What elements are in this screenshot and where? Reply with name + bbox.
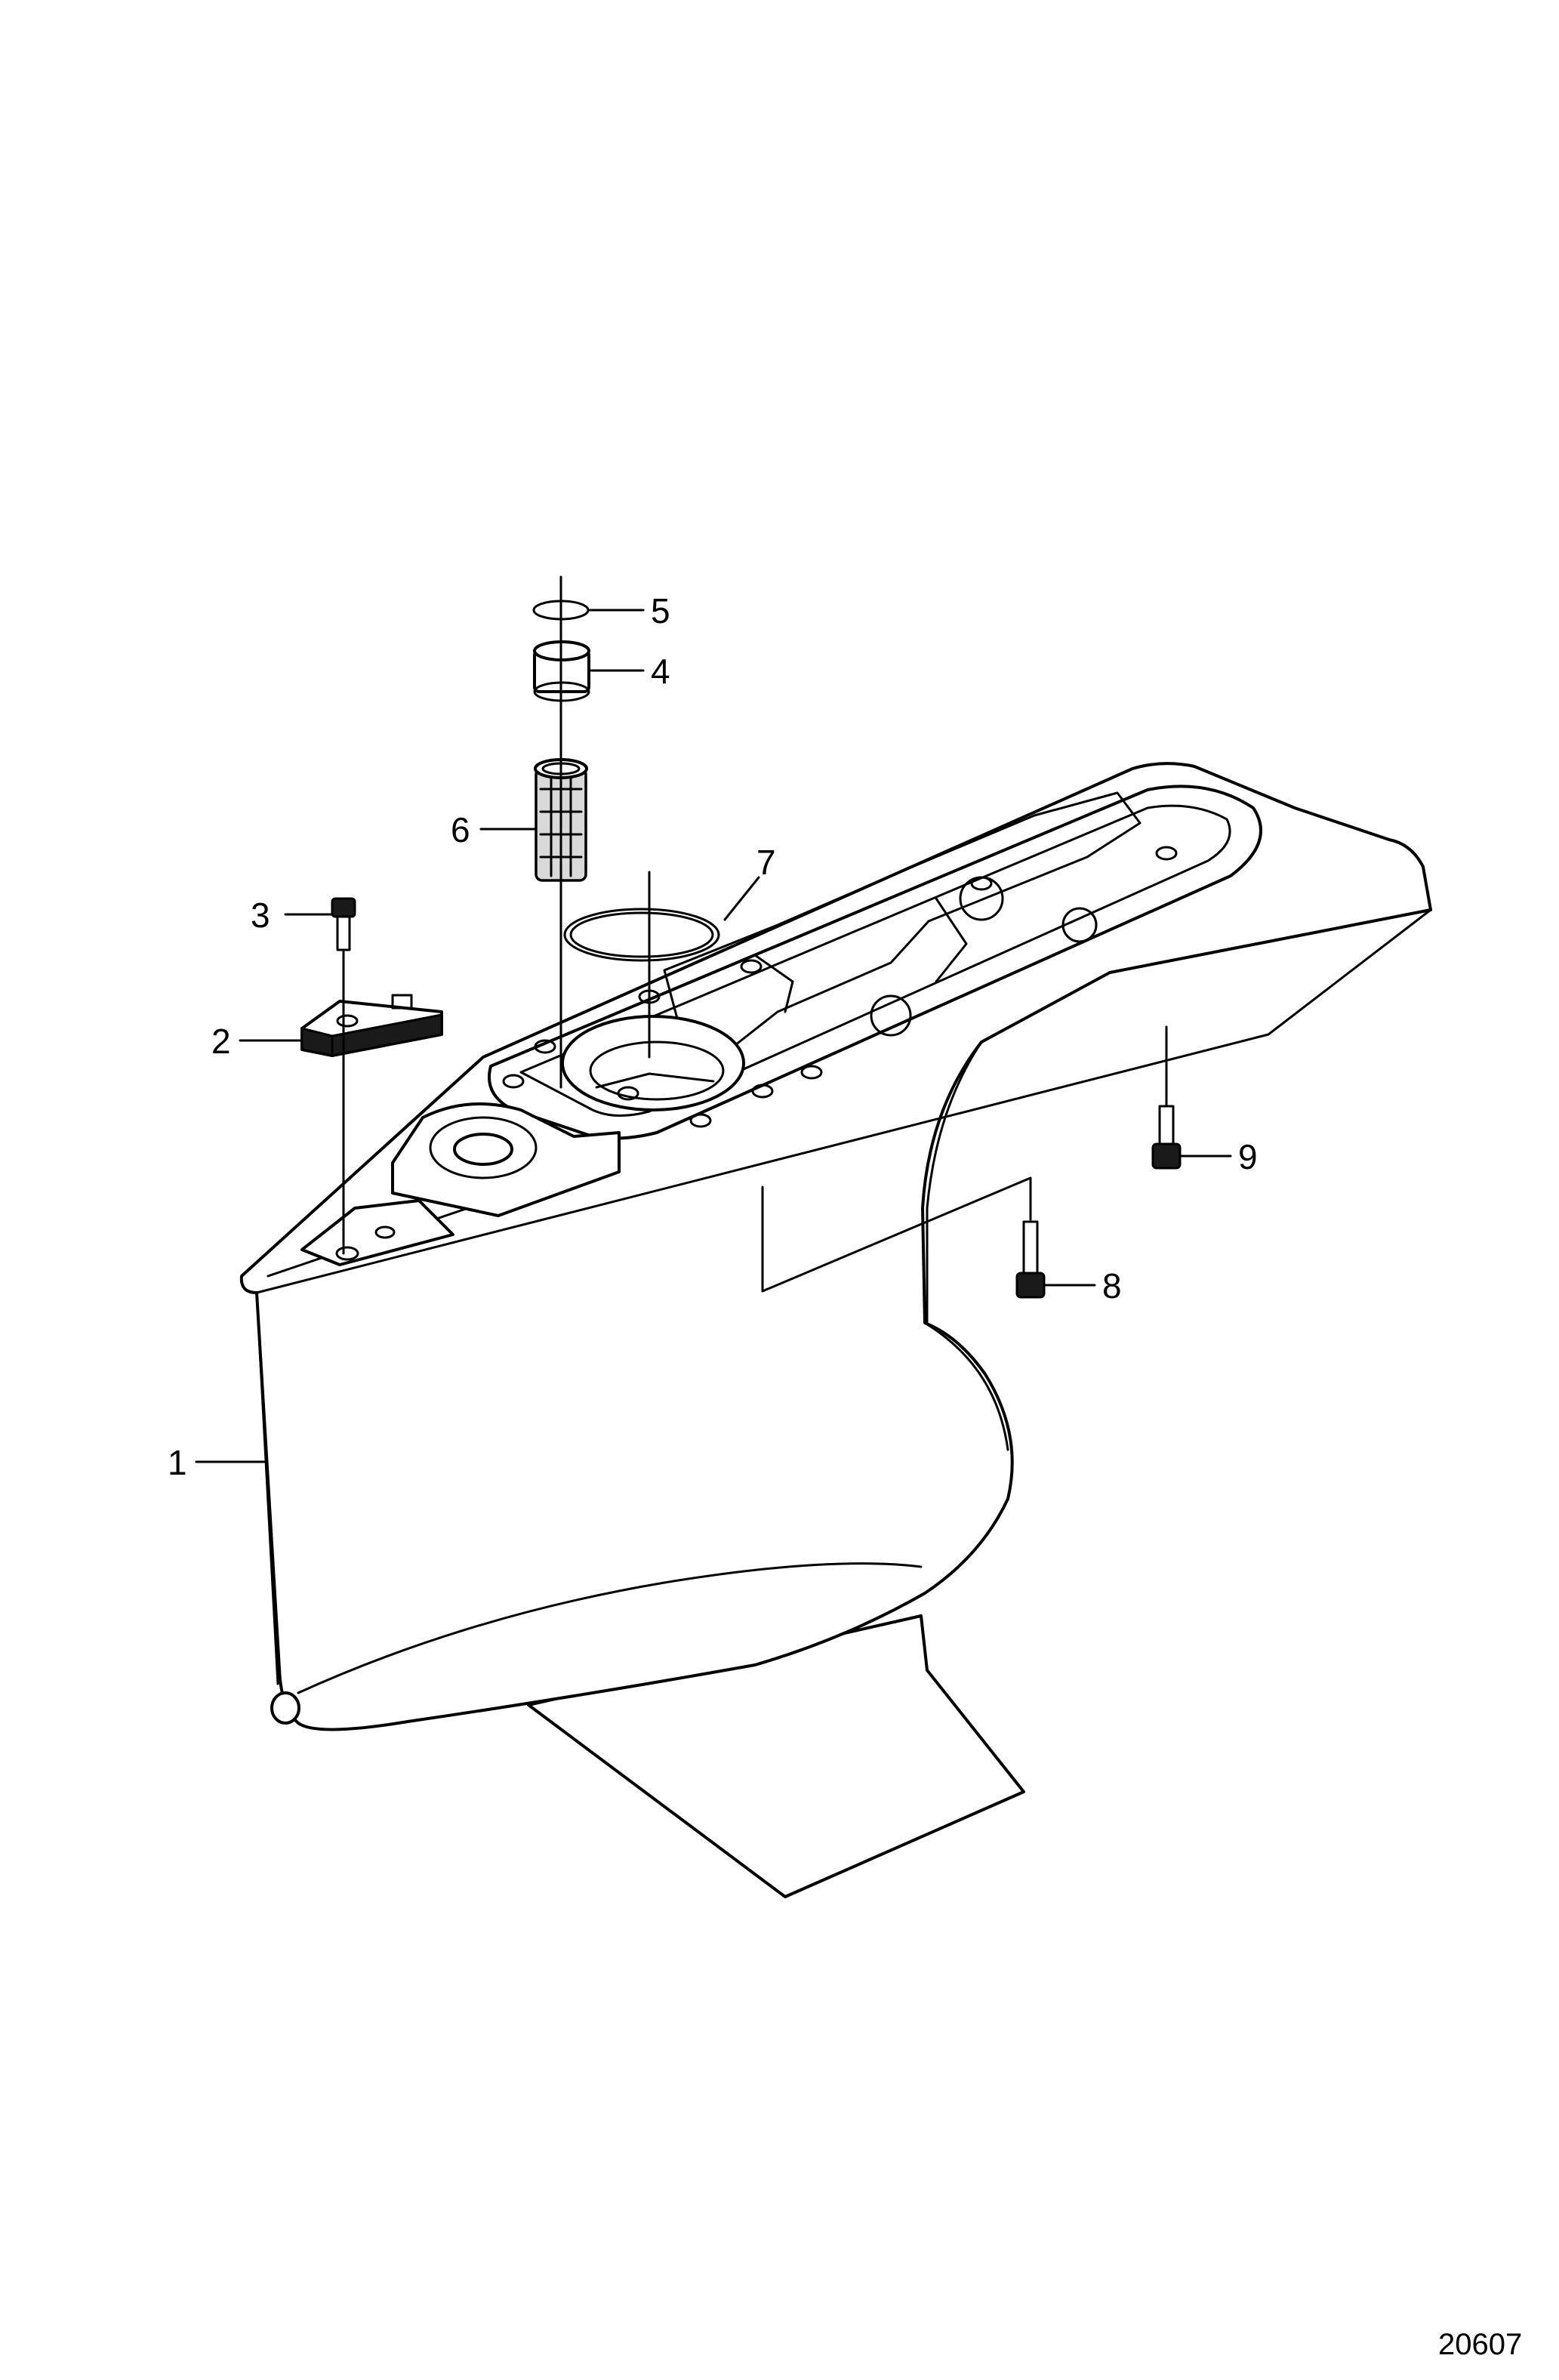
skeg-fin xyxy=(527,1614,1025,1898)
bolt-hole xyxy=(970,876,993,891)
housing-bulge xyxy=(923,1321,1009,1451)
callout-labels: 1 2 3 4 5 6 7 8 9 xyxy=(168,591,1258,1482)
front-boss-ring xyxy=(429,1116,538,1179)
part-9-bolt xyxy=(1151,1105,1182,1170)
bolt-hole xyxy=(751,1084,774,1099)
housing-lower-curve xyxy=(297,1562,923,1694)
bolt-hole xyxy=(617,1086,639,1101)
callout-7: 7 xyxy=(756,843,776,882)
main-bore-step xyxy=(595,1072,715,1089)
bolt-hole xyxy=(502,1074,525,1089)
bolt-hole xyxy=(1155,846,1178,861)
anode-pad-hole-b xyxy=(374,1225,396,1239)
bolt-hole xyxy=(534,1039,556,1054)
callout-2: 2 xyxy=(211,1022,231,1061)
callout-3: 3 xyxy=(251,896,270,935)
front-boss-hole xyxy=(453,1133,513,1166)
deck-inner-rim xyxy=(519,804,1231,1118)
figure-reference-number: 20607 xyxy=(1438,2328,1522,2361)
callout-6: 6 xyxy=(451,810,470,849)
callout-1: 1 xyxy=(168,1443,187,1482)
assembly-lines xyxy=(342,575,1168,1293)
part-2-anode xyxy=(300,994,443,1057)
housing-body xyxy=(239,762,1432,1731)
pocket-rib-2 xyxy=(753,954,794,1013)
pocket-boss-c xyxy=(870,994,912,1037)
strut-leading-edge xyxy=(926,1040,983,1324)
deck-outer-edge xyxy=(255,908,1432,1294)
callout-5: 5 xyxy=(651,591,670,630)
part-7-seal-ring xyxy=(563,908,720,962)
strut-rear-edge xyxy=(920,1614,929,1672)
part-7-seal-ring-inner xyxy=(569,911,714,958)
bolt-hole xyxy=(740,959,763,974)
part-3-screw xyxy=(331,897,356,951)
nose-cap xyxy=(270,1691,300,1725)
housing-front-edge xyxy=(255,1291,279,1685)
bolt-hole xyxy=(689,1113,712,1128)
bolt-hole xyxy=(800,1065,823,1080)
pocket-rib xyxy=(935,897,968,983)
gearcase-housing xyxy=(239,762,1432,1898)
main-bore-inner xyxy=(589,1040,725,1101)
main-bore-outer xyxy=(561,1015,745,1111)
pocket-boss-b xyxy=(1061,907,1098,943)
callout-leaders xyxy=(195,609,1232,1463)
anode-pad-hole-a xyxy=(335,1246,359,1261)
callout-4: 4 xyxy=(651,652,670,691)
callout-8: 8 xyxy=(1102,1266,1122,1306)
part-8-bolt xyxy=(1015,1220,1046,1299)
callout-9: 9 xyxy=(1238,1137,1258,1176)
